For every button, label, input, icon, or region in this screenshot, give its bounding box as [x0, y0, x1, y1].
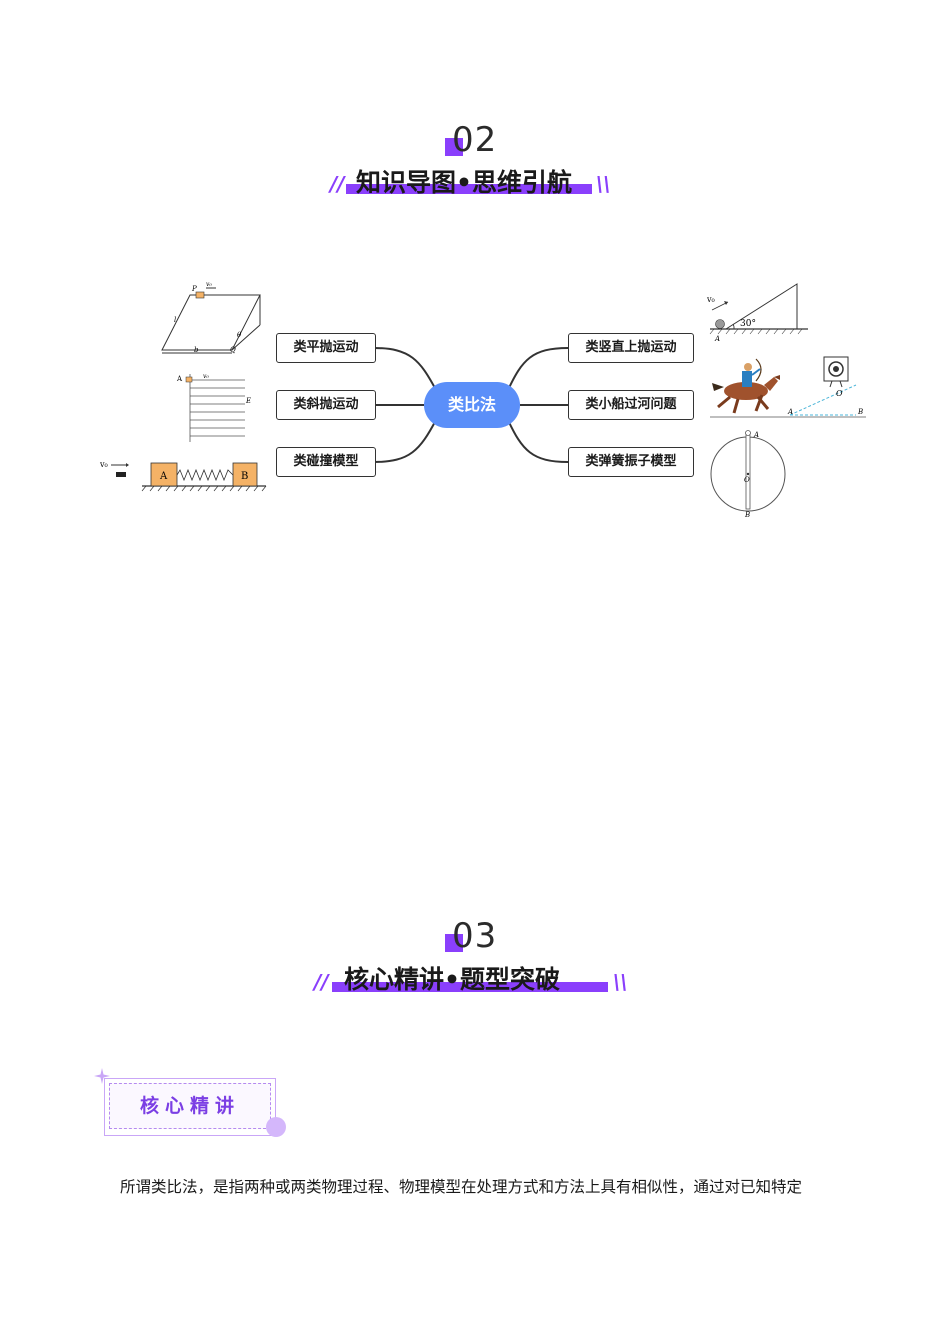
archer-diagram: O A B: [710, 356, 866, 418]
slash-right-decoration: \\: [596, 172, 611, 196]
incline-diagram: P v₀ l b Q θ: [161, 281, 261, 354]
node-class-boat-crossing: 类小船过河问题: [568, 390, 694, 420]
field-diagram: A v₀ E: [176, 373, 251, 442]
field-label-a: A: [176, 375, 183, 383]
node-class-vertical-throw: 类竖直上抛运动: [568, 333, 694, 363]
circle-label-b: B: [744, 511, 750, 519]
section-title: 核心精讲•题型突破: [344, 965, 560, 994]
section-title: 知识导图•思维引航: [356, 168, 572, 197]
mindmap-connectors: [373, 347, 569, 463]
spring-diagram: A B v₀: [99, 460, 267, 492]
spring-label-v0: v₀: [99, 460, 108, 469]
badge-dot-decoration: [266, 1117, 286, 1137]
section-number-accent: [445, 138, 463, 156]
section-title-underline: [346, 184, 592, 194]
circle-label-a: A: [753, 431, 759, 439]
slope-diagram: v₀ 30° A: [706, 283, 808, 343]
spring-label-b: B: [241, 471, 248, 482]
field-label-v0: v₀: [203, 373, 209, 380]
section-number: 02: [452, 120, 498, 160]
slope-label-angle: 30°: [740, 319, 756, 329]
section-number-accent: [445, 934, 463, 952]
incline-label-q: Q: [230, 346, 236, 354]
section-title-underline: [332, 982, 608, 992]
node-class-spring-oscillator: 类弹簧振子模型: [568, 447, 694, 477]
field-label-e: E: [245, 397, 251, 405]
incline-label-l: l: [174, 316, 176, 324]
body-paragraph: 所谓类比法，是指两种或两类物理过程、物理模型在处理方式和方法上具有相似性，通过对…: [120, 1178, 803, 1196]
sparkle-icon: [94, 1068, 110, 1084]
archer-label-o: O: [836, 389, 843, 398]
slope-label-a: A: [714, 335, 720, 343]
spring-label-a: A: [159, 471, 168, 482]
node-class-oblique-projectile: 类斜抛运动: [276, 390, 376, 420]
mindmap-center-node: 类比法: [424, 382, 520, 428]
slope-label-v0: v₀: [706, 295, 715, 304]
slash-left-decoration: //: [314, 970, 329, 994]
circle-tunnel-diagram: A O B: [710, 430, 786, 519]
badge-label: 核心精讲: [109, 1083, 271, 1129]
slash-left-decoration: //: [330, 172, 345, 196]
incline-label-v0: v₀: [206, 281, 212, 288]
archer-label-b: B: [857, 408, 863, 416]
incline-label-p: P: [191, 285, 197, 293]
slash-right-decoration: \\: [613, 970, 628, 994]
node-class-projectile: 类平抛运动: [276, 333, 376, 363]
incline-label-theta: θ: [237, 331, 242, 339]
section-number: 03: [452, 916, 498, 956]
circle-label-o: O: [744, 476, 750, 484]
incline-label-b: b: [194, 346, 199, 354]
node-class-collision-model: 类碰撞模型: [276, 447, 376, 477]
archer-label-a: A: [787, 408, 793, 416]
